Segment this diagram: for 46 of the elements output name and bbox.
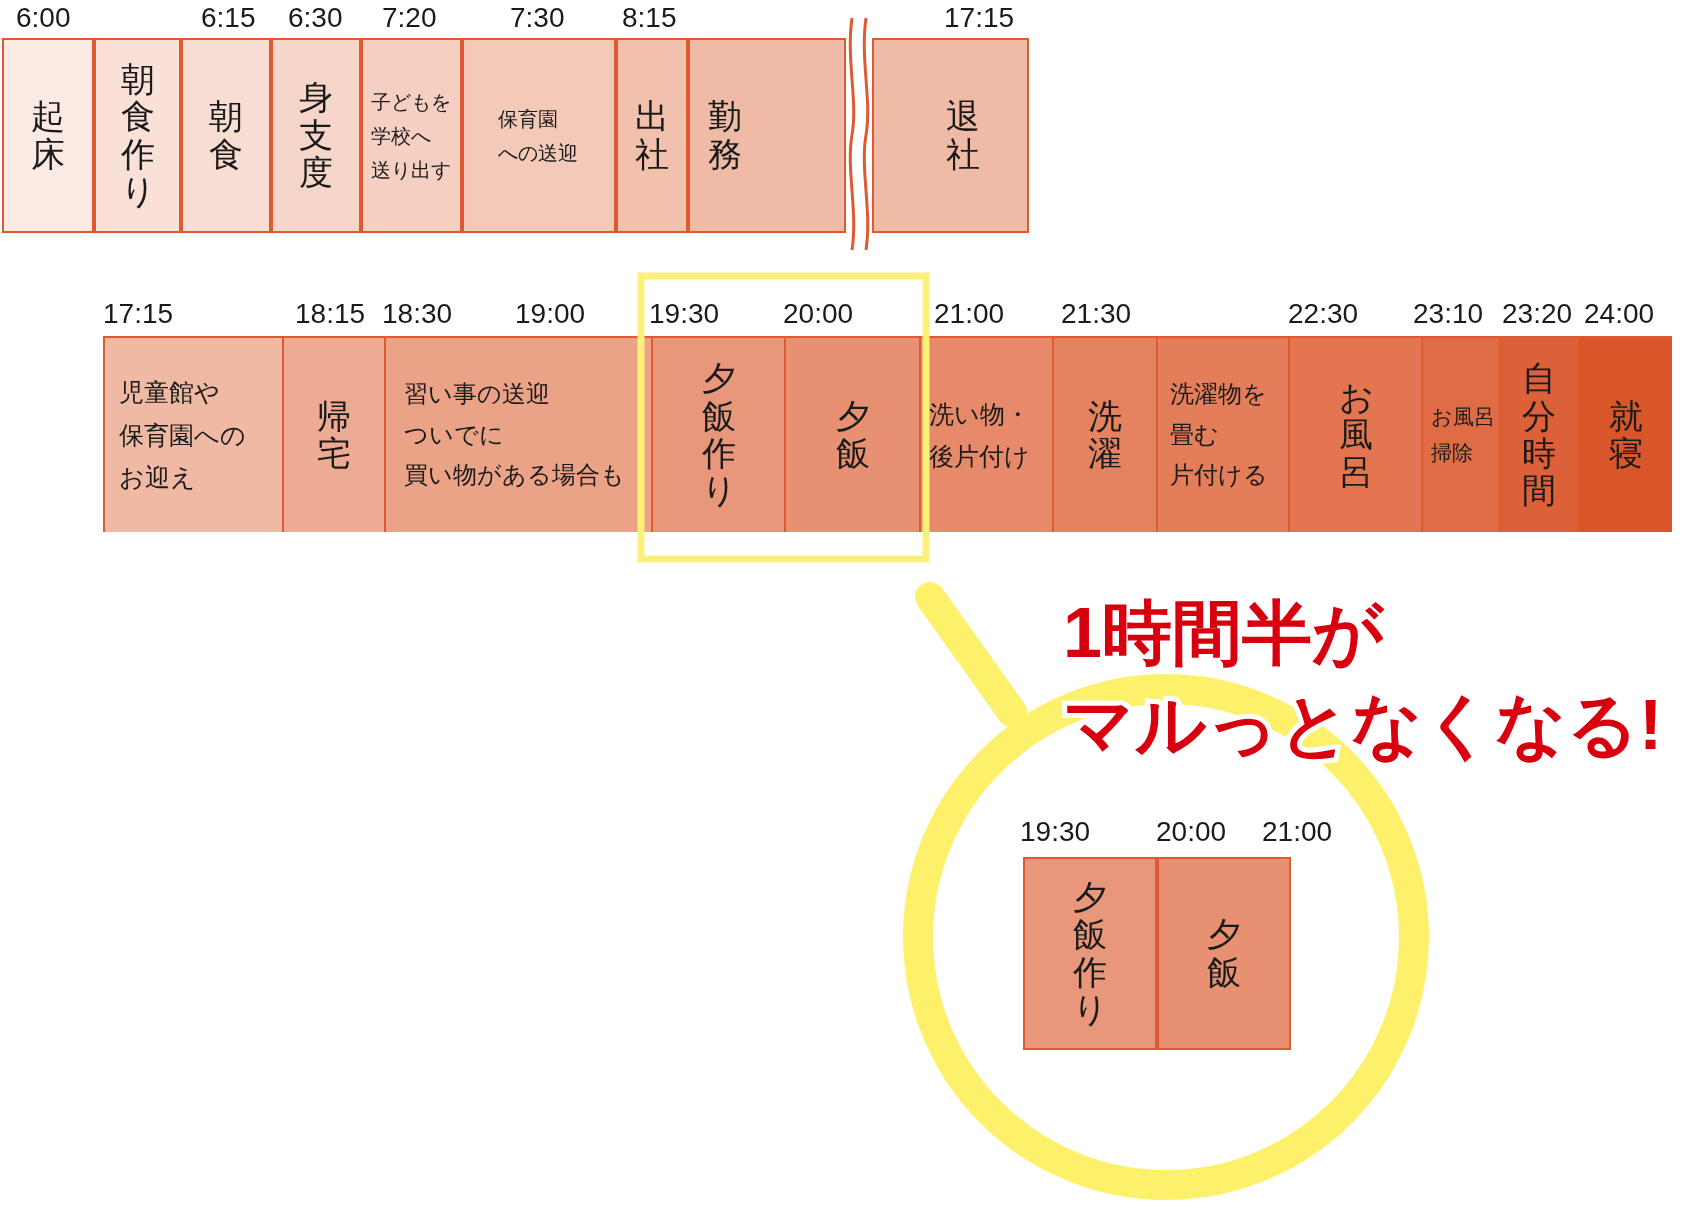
schedule-cell: 夕飯 — [1157, 857, 1291, 1050]
schedule-cell: お風呂 — [1288, 336, 1421, 532]
schedule-cell: 就寝 — [1577, 336, 1672, 532]
time-label: 19:30 — [649, 300, 720, 328]
schedule-cell: 勤務 — [688, 38, 846, 233]
time-label: 21:30 — [1061, 300, 1132, 328]
schedule-cell: 起床 — [2, 38, 94, 233]
time-label: 17:15 — [944, 4, 1015, 32]
time-label: 19:30 — [1020, 818, 1091, 846]
time-label: 19:00 — [515, 300, 586, 328]
time-label: 8:15 — [622, 4, 677, 32]
schedule-cell: 自分時間 — [1499, 336, 1577, 532]
schedule-cell: 保育園への送迎 — [462, 38, 616, 233]
schedule-cell: 朝食 — [181, 38, 271, 233]
time-label: 7:30 — [510, 4, 565, 32]
time-label: 20:00 — [1156, 818, 1227, 846]
time-label: 18:30 — [382, 300, 453, 328]
schedule-cell: 夕飯作り — [651, 336, 784, 532]
schedule-cell: 帰宅 — [282, 336, 384, 532]
time-label: 20:00 — [783, 300, 854, 328]
schedule-cell: 夕飯 — [784, 336, 919, 532]
time-label: 17:15 — [103, 300, 174, 328]
schedule-cell: 夕飯作り — [1023, 857, 1157, 1050]
time-label: 18:15 — [295, 300, 366, 328]
time-label: 23:10 — [1413, 300, 1484, 328]
headline-text: 1時間半が — [1063, 598, 1384, 668]
time-label: 21:00 — [1262, 818, 1333, 846]
schedule-cell: 子どもを学校へ送り出す — [361, 38, 462, 233]
schedule-cell: 習い事の送迎ついでに買い物がある場合も — [384, 336, 651, 532]
time-label: 22:30 — [1288, 300, 1359, 328]
schedule-cell: 身支度 — [271, 38, 361, 233]
schedule-cell: 洗濯物を畳む片付ける — [1156, 336, 1288, 532]
time-label: 21:00 — [934, 300, 1005, 328]
time-label: 6:00 — [16, 4, 71, 32]
time-label: 23:20 — [1502, 300, 1573, 328]
time-label: 7:20 — [382, 4, 437, 32]
schedule-cell: 朝食作り — [94, 38, 181, 233]
time-label: 6:30 — [288, 4, 343, 32]
schedule-cell: 洗い物・後片付け — [919, 336, 1052, 532]
schedule-cell: 児童館や保育園へのお迎え — [103, 336, 282, 532]
schedule-cell: 洗濯 — [1052, 336, 1156, 532]
schedule-cell: お風呂掃除 — [1421, 336, 1499, 532]
schedule-cell: 出社 — [616, 38, 688, 233]
schedule-cell: 退社 — [872, 38, 1029, 233]
time-label: 24:00 — [1584, 300, 1655, 328]
time-label: 6:15 — [201, 4, 256, 32]
